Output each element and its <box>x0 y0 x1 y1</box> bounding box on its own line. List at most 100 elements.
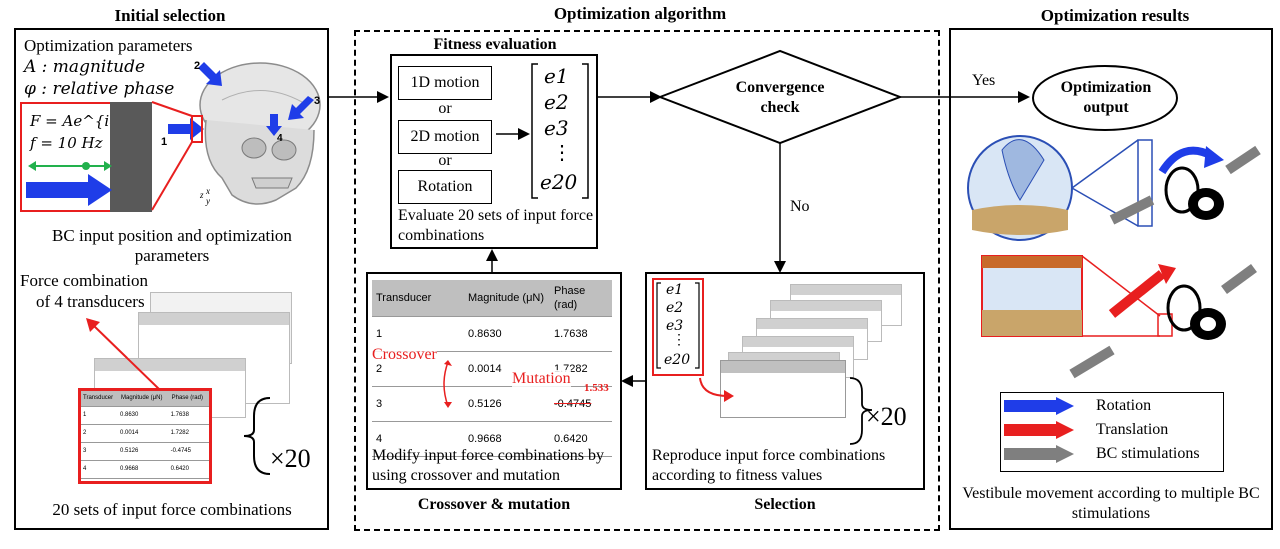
crossover-header-phase: Phase (rad) <box>550 280 612 317</box>
fitness-e20: e20 <box>540 170 578 194</box>
motion-1d-label: 1D motion <box>410 74 480 91</box>
selection-e3: e3 <box>666 318 684 334</box>
transducer-arrow-2-icon <box>198 62 222 86</box>
selection-ellipsis: ⋮ <box>672 333 686 348</box>
vestibule-translation-illustration <box>981 255 1257 379</box>
selection-e1: e1 <box>666 282 684 298</box>
selection-vector-brackets <box>656 282 700 369</box>
fitness-vector-brackets <box>531 63 589 199</box>
force-combination-arrow-icon <box>86 318 161 391</box>
force-combination-label-2: of 4 transducers <box>36 292 145 312</box>
table-row: 4 0.9668 0.6420 <box>81 460 209 479</box>
fitness-inner-arrow <box>496 128 530 140</box>
force-arrow-icon <box>26 174 112 206</box>
vestibule-rotation-illustration <box>967 135 1261 241</box>
motion-1d-box: 1D motion <box>398 66 492 100</box>
crossover-swap-arrows-icon <box>443 360 452 408</box>
yes-label: Yes <box>972 72 996 89</box>
transducer-label-4: 4 <box>277 133 283 144</box>
rotation-label: Rotation <box>417 178 473 195</box>
fitness-e3: e3 <box>544 116 569 140</box>
selection-vector-box <box>652 278 704 376</box>
mini-header-phase: Phase (rad) <box>169 391 209 407</box>
mini-header-transducer: Transducer <box>81 391 119 407</box>
initial-front-table: Transducer Magnitude (μN) Phase (rad) 1 … <box>78 388 212 484</box>
table-row: 3 0.5126 -0.4745 <box>372 386 612 422</box>
optimization-output-ellipse <box>1032 65 1178 131</box>
transducer-label-2: 2 <box>194 60 201 72</box>
transducer-detail-box: F = Ae^{iφ} f = 10 Hz <box>20 102 152 212</box>
crossover-caption: Modify input force combinations by using… <box>372 447 604 484</box>
force-equation: F = Ae^{iφ} <box>30 112 130 130</box>
optimization-output-label: Optimization output <box>1060 79 1152 116</box>
params-title: Optimization parameters <box>24 36 193 55</box>
skull-illustration <box>199 62 321 205</box>
optimization-results-panel <box>949 28 1273 530</box>
table-row: 4 0.9668 0.6420 <box>372 421 612 457</box>
fitness-e2: e2 <box>544 90 569 114</box>
selection-e2: e2 <box>666 300 684 316</box>
transducer-arrow-3-icon <box>288 96 314 120</box>
transducer-arrow-4-icon <box>266 114 282 136</box>
crossover-table: Transducer Magnitude (μN) Phase (rad) 1 … <box>372 280 612 457</box>
no-label: No <box>790 198 810 215</box>
oscillation-arrow-icon <box>28 161 112 171</box>
sets-caption: 20 sets of input force combinations <box>52 500 292 519</box>
param-magnitude: A : magnitude <box>24 57 146 77</box>
selection-e20: e20 <box>664 352 691 368</box>
mutation-label: Mutation <box>512 370 571 388</box>
flow-arrow-to-crossover <box>621 375 645 387</box>
mini-header-magnitude: Magnitude (μN) <box>118 391 170 407</box>
table-row: 3 0.5126 -0.4745 <box>81 442 209 461</box>
motion-2d-label: 2D motion <box>410 128 480 145</box>
mutated-phase-cell: -0.4745 <box>550 386 612 422</box>
initial-selection-panel <box>14 28 329 530</box>
optimization-algorithm-title: Optimization algorithm <box>553 4 727 23</box>
or-label-2: or <box>438 152 452 169</box>
crossover-label: Crossover <box>372 346 437 364</box>
mutation-value: 1.533 <box>584 382 609 394</box>
initial-times20: ×20 <box>270 444 311 473</box>
brace-icon <box>243 397 271 475</box>
table-row: 2 0.0014 1.7282 <box>372 351 612 387</box>
selection-table-front <box>720 360 846 418</box>
selection-caption: Reproduce input force combinations accor… <box>652 447 886 484</box>
selection-title: Selection <box>754 496 816 513</box>
transducer-plate <box>110 102 152 212</box>
bc-input-caption: BC input position and optimization param… <box>52 226 292 265</box>
rotation-box: Rotation <box>398 170 492 204</box>
position-link-lines <box>151 101 203 211</box>
flow-arrow-to-fitness <box>329 91 389 103</box>
fitness-title: Fitness evaluation <box>433 36 557 53</box>
param-phase: φ : relative phase <box>24 79 175 99</box>
fitness-ellipsis: ⋮ <box>552 142 572 164</box>
or-label-1: or <box>438 100 452 117</box>
axis-label-z: z <box>200 190 204 200</box>
motion-2d-box: 2D motion <box>398 120 492 154</box>
transducer-label-3: 3 <box>314 95 321 107</box>
crossover-title: Crossover & mutation <box>417 496 571 513</box>
results-caption: Vestibule movement according to multiple… <box>962 485 1260 522</box>
selection-brace-icon <box>849 377 873 445</box>
transducer-arrow-1-icon <box>168 118 204 140</box>
legend-rotation-arrow-icon <box>1004 397 1074 415</box>
crossover-header-magnitude: Magnitude (μN) <box>464 280 550 317</box>
flow-arrow-to-convergence <box>598 91 662 103</box>
axis-label-x: x <box>206 186 210 196</box>
legend-bc-arrow-icon <box>1004 445 1074 463</box>
legend-translation-arrow-icon <box>1004 421 1074 439</box>
flow-arrow-to-fitness-up <box>486 249 498 273</box>
legend-bc-label: BC stimulations <box>1096 445 1200 462</box>
optimization-algorithm-panel <box>354 30 940 531</box>
selection-times20: ×20 <box>866 402 907 431</box>
selection-red-arrow-icon <box>699 377 734 402</box>
table-row: 1 0.8630 1.7638 <box>372 316 612 352</box>
legend-rotation-label: Rotation <box>1096 397 1152 414</box>
legend-translation-label: Translation <box>1096 421 1169 438</box>
crossover-header-transducer: Transducer <box>372 280 464 317</box>
initial-selection-title: Initial selection <box>114 6 226 25</box>
frequency-equation: f = 10 Hz <box>30 134 103 152</box>
fitness-caption: Evaluate 20 sets of input force combinat… <box>398 207 594 244</box>
flow-arrow-no <box>774 143 786 273</box>
optimization-results-title: Optimization results <box>1040 6 1190 25</box>
